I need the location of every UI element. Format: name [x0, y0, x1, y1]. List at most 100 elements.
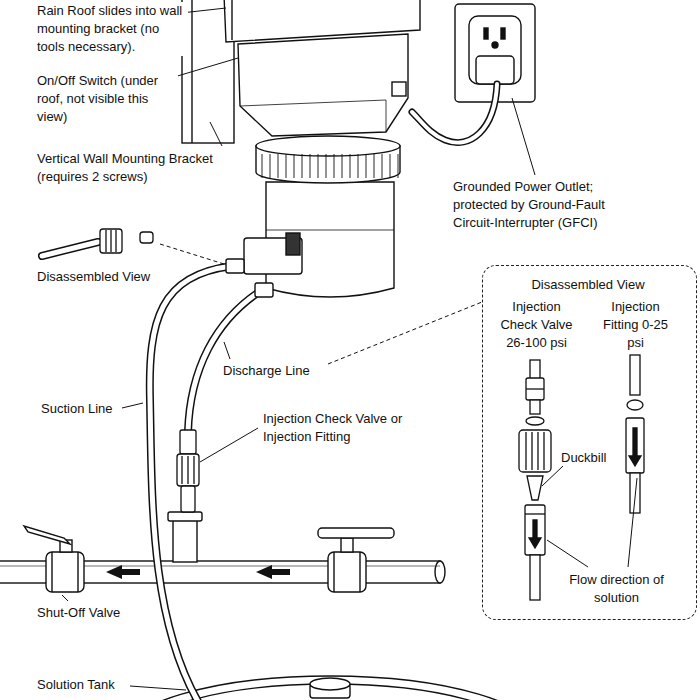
detail-box: Disassembled ViewInjection Check Valve 2… [482, 265, 697, 620]
callout-label: Disassembled View [36, 268, 151, 286]
tee-fitting [168, 512, 202, 521]
detail-parts [529, 520, 541, 548]
injection-check-valve [181, 486, 195, 512]
injection-check-valve [187, 456, 188, 484]
disassembled-fitting [42, 242, 98, 256]
leader-line [628, 478, 637, 567]
detail-parts [530, 555, 540, 600]
tee-fitting [173, 516, 197, 562]
detail-label: Disassembled View [483, 276, 693, 294]
detail-parts [530, 360, 540, 380]
disassembled-fitting [115, 230, 116, 252]
disassembled-fitting [105, 230, 106, 252]
callout-label: On/Off Switch (under roof, not visible t… [36, 72, 178, 126]
callout-label: Discharge Line [222, 362, 311, 380]
power-outlet [476, 56, 514, 84]
collar-rib [302, 154, 303, 178]
collar-rib [382, 154, 383, 178]
leader-line [62, 595, 68, 601]
disassembled-fitting [140, 232, 153, 243]
solution-tank [310, 678, 350, 690]
power-cord [412, 84, 497, 143]
detail-label: Injection Fitting 0-25 psi [593, 298, 678, 352]
disassembled-fitting [42, 242, 98, 256]
main-pipe [435, 561, 445, 583]
shut-off-valve [24, 526, 394, 592]
detail-parts [530, 400, 540, 414]
power-outlet [501, 28, 505, 39]
detail-parts [630, 355, 640, 395]
collar-rib [270, 154, 271, 178]
collar-rib [318, 154, 319, 178]
injection-check-valve [180, 430, 196, 454]
collar-rib [294, 154, 295, 178]
pump-head [238, 34, 408, 136]
dashed-leader [328, 302, 482, 364]
shut-off-valve [328, 552, 366, 592]
collar-rib [358, 154, 359, 178]
disassembled-fitting [100, 229, 122, 253]
detail-parts [526, 378, 544, 400]
callout-label: Solution Tank [36, 676, 116, 694]
collar-rib [326, 154, 327, 178]
shut-off-valve [46, 552, 84, 592]
shut-off-valve [341, 538, 353, 552]
leader-line [542, 466, 563, 486]
shut-off-valve [359, 552, 360, 592]
leader-line [200, 428, 258, 462]
callout-label: Suction Line [40, 400, 114, 418]
collar-rib [366, 154, 367, 178]
dashed-leader [160, 244, 482, 364]
detail-parts [525, 513, 545, 514]
injection-check-valve [177, 430, 199, 512]
detail-parts [526, 388, 544, 389]
tee-fitting [168, 512, 202, 562]
detail-parts [526, 417, 544, 425]
disassembled-fitting [42, 229, 153, 256]
detail-parts [525, 432, 526, 470]
collar-rib [262, 154, 263, 178]
discharge-line [188, 290, 262, 432]
pump-head [224, 0, 420, 297]
flow-arrow [256, 565, 290, 579]
shut-off-valve [333, 552, 334, 592]
pump-head [256, 136, 400, 156]
discharge-line [188, 290, 262, 432]
detail-parts [527, 476, 543, 500]
flow-arrow [106, 565, 290, 579]
discharge-line [188, 290, 262, 432]
collar-rib [286, 154, 287, 178]
detail-parts [543, 432, 544, 470]
leader-line [122, 403, 143, 408]
callout-label: Injection Check Valve or Injection Fitti… [262, 410, 414, 446]
leader-line [130, 686, 186, 690]
detail-parts [531, 432, 532, 470]
injection-check-valve [181, 456, 182, 484]
callout-label: Rain Roof slides into wall mounting brac… [36, 2, 188, 56]
pump-head [286, 233, 300, 255]
leader-line [512, 98, 535, 175]
power-cord [412, 84, 497, 143]
disassembled-fitting [110, 230, 111, 252]
detail-label: Flow direction of solution [554, 571, 679, 607]
injection-check-valve [177, 454, 199, 486]
callout-label: Grounded Power Outlet; protected by Grou… [452, 178, 639, 232]
power-outlet [469, 16, 521, 84]
leader-line [547, 540, 588, 567]
collar-rib [374, 154, 375, 178]
collar-rib [398, 154, 399, 178]
shut-off-valve [77, 552, 78, 592]
detail-parts [629, 428, 641, 466]
pump-head [386, 100, 387, 132]
pump-head [231, 0, 232, 40]
dashed-leader [160, 244, 224, 264]
injection-check-valve [193, 456, 194, 484]
collar-rib [310, 154, 311, 178]
pump-head [266, 230, 394, 231]
callout-label: Shut-Off Valve [36, 604, 121, 622]
detail-parts [626, 418, 644, 473]
detail-label: Injection Check Valve 26-100 psi [494, 298, 579, 352]
leader-line [210, 122, 222, 146]
leader-line [224, 342, 230, 359]
collar-rib [342, 154, 343, 178]
